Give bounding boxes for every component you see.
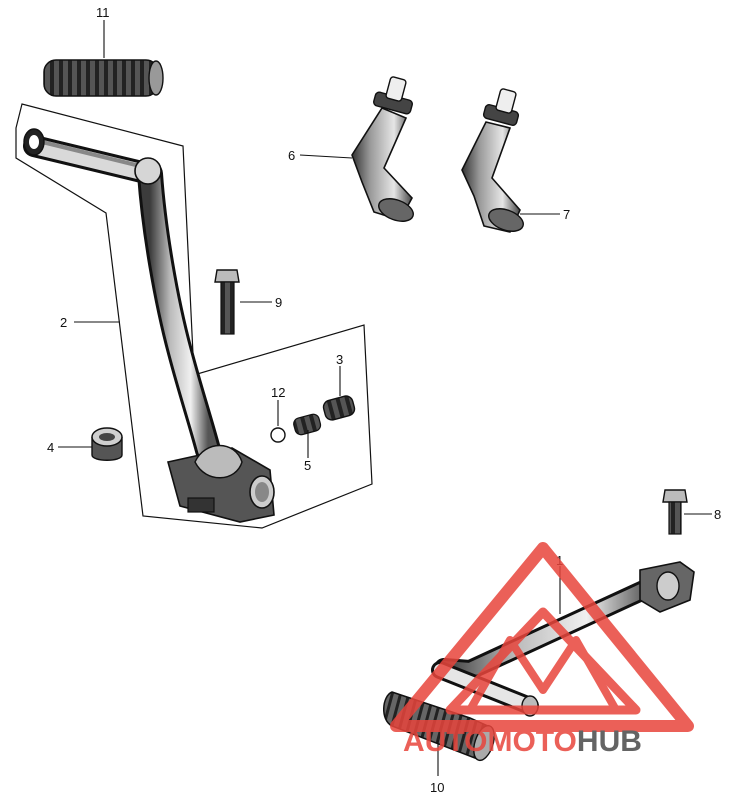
part-8-bolt [662,489,688,535]
callout-12: 12 [271,385,285,400]
callout-3: 3 [336,352,343,367]
part-3-plunger [322,395,356,421]
automotohub-watermark: AUTOMOTOHUB [390,542,694,758]
watermark-triangle-outer [390,542,694,732]
callout-8: 8 [714,507,721,522]
part-2-kick-starter-arm [23,128,275,523]
callout-6: 6 [288,148,295,163]
part-9-bolt [214,269,240,335]
part-11-grip-rubber [43,59,164,97]
part-5-spring [293,413,322,436]
callout-11: 11 [96,5,110,20]
watermark-part2: HUB [577,725,642,758]
callout-9: 9 [275,295,282,310]
callout-2: 2 [60,315,67,330]
kick-lever-outline [15,103,373,529]
watermark-m-shape [466,636,620,712]
part-6-footpeg-rubber [351,76,414,222]
watermark-brand-text: AUTOMOTOHUB [403,725,642,758]
part-7-footpeg-rubber [461,88,524,233]
watermark-part1: AUTOMOTO [403,725,577,758]
callout-5: 5 [304,458,311,473]
part-12-ball [270,427,286,443]
part-4-bushing [91,427,123,461]
callout-4: 4 [47,440,54,455]
callout-10: 10 [430,780,444,795]
callout-7: 7 [563,207,570,222]
